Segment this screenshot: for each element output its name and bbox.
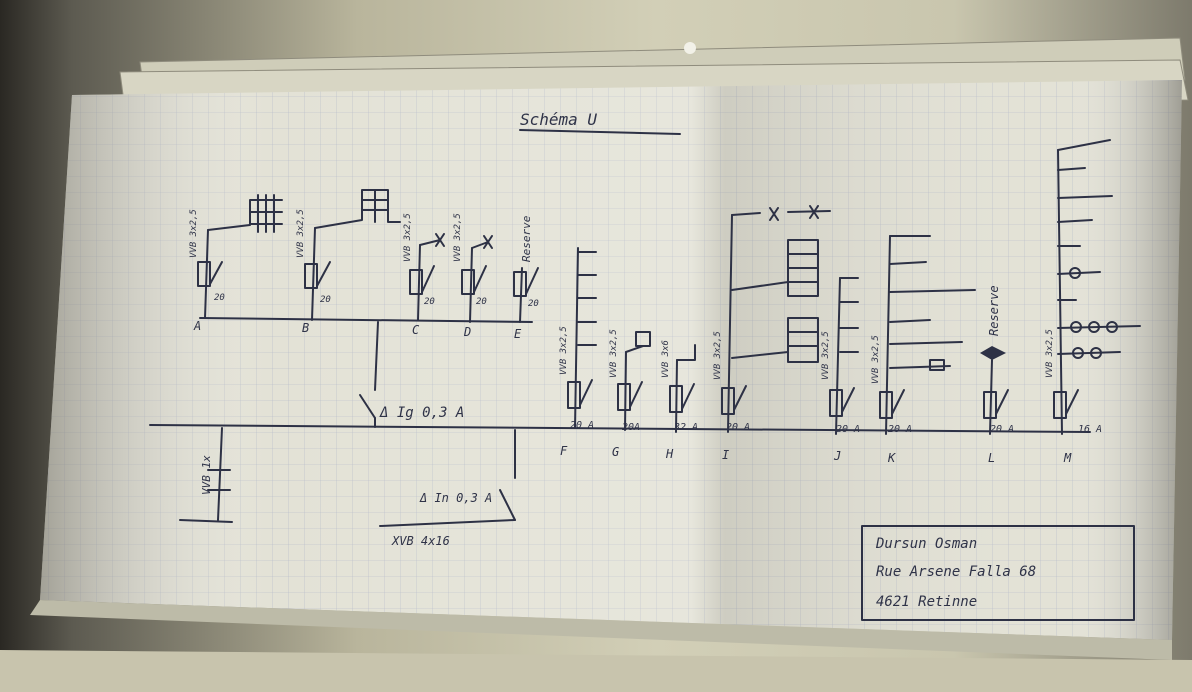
circuit-K-rating: 20 A [888,424,912,435]
circuit-F-letter: F [560,444,568,458]
circuit-A-rating: 20 [214,293,225,303]
circuit-F: 20 A VVB 3x2,5 F [559,247,597,458]
owner-city: 4621 Retinne [876,594,977,610]
circuit-E-rating: 20 [528,299,539,309]
circuit-I-letter: I [722,448,729,462]
circuit-K-cable: VVB 3x2,5 [871,335,881,384]
sub-bus [199,317,533,323]
circuit-C: 20 VVB 3x2,5 C [403,213,445,337]
circuit-B: 20 VVB 3x2,5 B [296,189,401,335]
circuit-C-cable: VVB 3x2,5 [403,213,413,262]
circuit-B-rating: 20 [320,295,331,305]
circuit-L: 20 A Reserve L [980,285,1014,465]
incoming-breaker-label: Δ In 0,3 A [419,491,492,505]
circuit-E: 20 Reserve E [513,215,539,341]
circuit-L-rating: 20 A [990,424,1014,435]
circuit-L-cable: Reserve [987,285,1001,336]
circuit-M-cable: VVB 3x2,5 [1045,329,1055,378]
circuit-M: 16 A VVB 3x2,5 M [1045,139,1141,465]
circuit-J-cable: VVB 3x2,5 [821,331,831,380]
circuit-K: 20 A VVB 3x2,5 K [871,235,976,465]
circuit-M-letter: M [1063,451,1072,465]
circuit-B-letter: B [302,321,309,335]
circuit-D-cable: VVB 3x2,5 [453,213,463,262]
circuit-A-cable: VVB 3x2,5 [189,209,199,258]
circuit-I-rating: 20 A [726,422,750,433]
circuit-H-rating: 32 A [673,422,698,433]
diagram-title: Schéma U [520,110,597,129]
circuit-H-cable: VVB 3x6 [661,340,671,378]
circuit-G: 20A VVB 3x2,5 G [609,329,651,459]
owner-street: Rue Arsene Falla 68 [876,564,1036,580]
ground-cable-label: VVB 1x [200,455,213,495]
circuit-A-letter: A [193,319,201,333]
circuit-C-rating: 20 [424,297,435,307]
circuit-M-rating: 16 A [1078,424,1102,435]
circuit-K-letter: K [887,451,896,465]
circuit-J-letter: J [833,449,841,463]
circuit-H-letter: H [665,447,674,461]
main-breaker-label: Δ Ig 0,3 A [379,405,464,421]
circuit-B-cable: VVB 3x2,5 [296,209,306,258]
circuit-J-rating: 20 A [836,424,860,435]
circuit-L-letter: L [988,451,995,465]
circuit-A: 20 VVB 3x2,5 A [189,194,283,333]
circuit-D-letter: D [463,325,471,339]
circuit-I: 20 A VVB 3x2,5 I [713,205,831,462]
circuit-E-cable: Reserve [520,215,533,262]
circuit-F-cable: VVB 3x2,5 [559,326,569,375]
main-bus [149,424,1091,433]
circuit-G-rating: 20A [622,422,640,433]
circuit-J: 20 A VVB 3x2,5 J [821,277,860,463]
circuit-I-cable: VVB 3x2,5 [713,331,723,380]
supply-cable-label: XVB 4x16 [391,534,450,548]
circuit-D: 20 VVB 3x2,5 D [453,213,493,339]
owner-name: Dursun Osman [875,536,977,552]
circuit-C-letter: C [412,323,420,337]
owner-box [861,525,1135,621]
circuit-F-rating: 20 A [570,420,594,431]
circuit-H: 32 A VVB 3x6 H [661,340,698,461]
circuit-G-cable: VVB 3x2,5 [609,329,619,378]
circuit-E-letter: E [514,327,522,341]
circuit-G-letter: G [612,445,619,459]
circuit-D-rating: 20 [476,297,487,307]
